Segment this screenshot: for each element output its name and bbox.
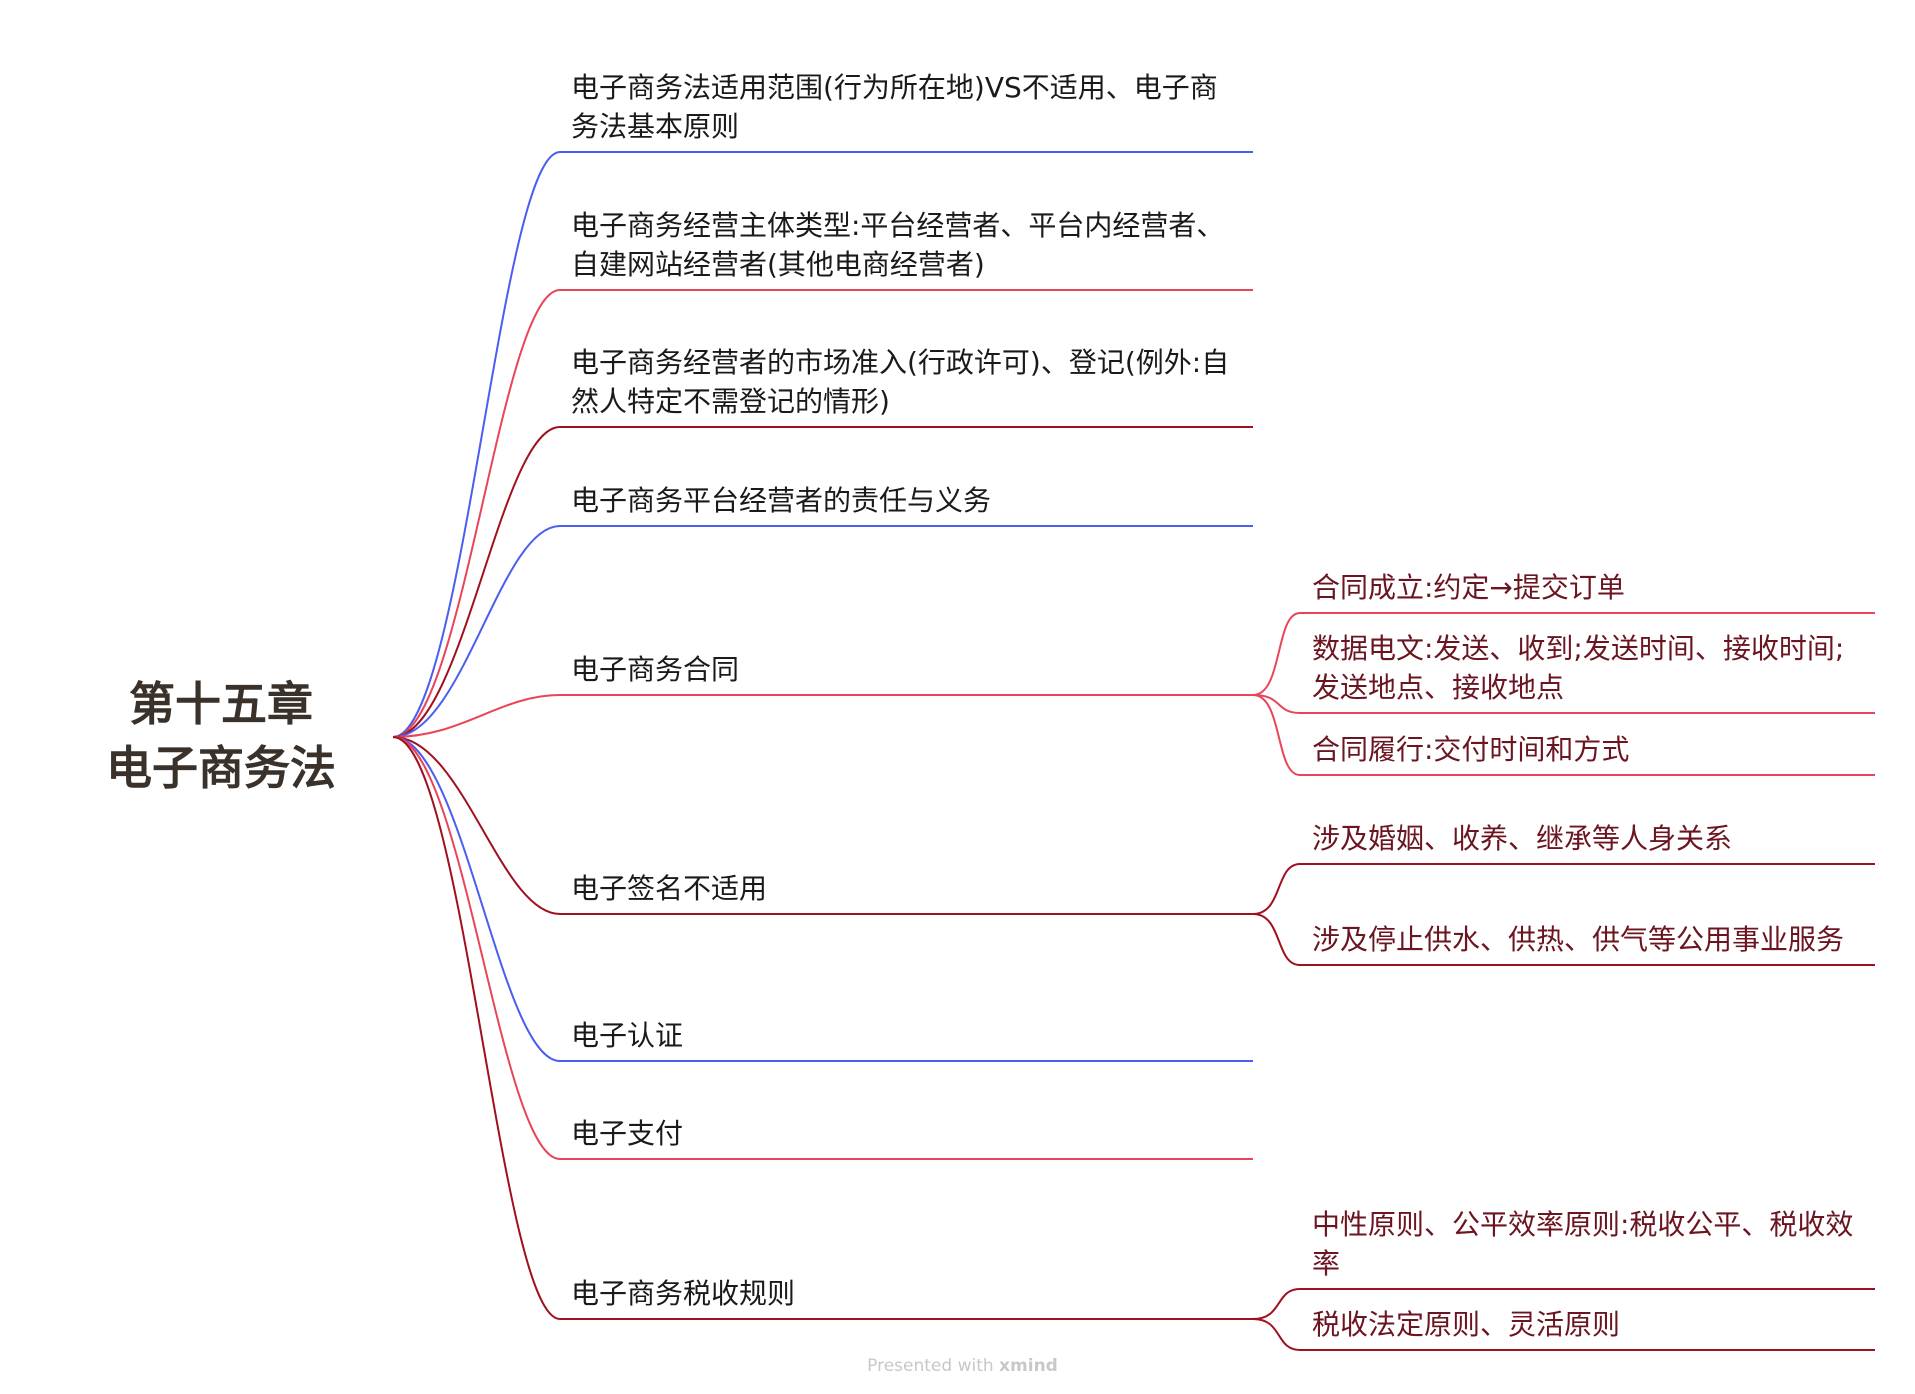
subtopic[interactable]: 合同履行:交付时间和方式	[1312, 733, 1630, 766]
subtopic[interactable]: 中性原则、公平效率原则:税收公平、税收效率	[1312, 1208, 1854, 1280]
root-topic[interactable]: 第十五章 电子商务法	[80, 672, 362, 800]
subtopic[interactable]: 税收法定原则、灵活原则	[1312, 1308, 1621, 1341]
subtopic-connector	[1252, 694, 1875, 714]
footer-brand: xmind	[999, 1356, 1058, 1376]
branch-connector	[392, 736, 1253, 915]
branch-topic[interactable]: 电子商务经营主体类型:平台经营者、平台内经营者、自建网站经营者(其他电商经营者)	[571, 209, 1225, 281]
subtopic[interactable]: 合同成立:约定→提交订单	[1312, 571, 1625, 604]
root-topic-line1: 第十五章	[129, 677, 313, 731]
branch-topic[interactable]: 电子签名不适用	[571, 872, 768, 905]
subtopic-connector	[1252, 1288, 1875, 1320]
branch-connector	[392, 736, 1253, 1160]
branch-topic[interactable]: 电子商务平台经营者的责任与义务	[571, 484, 992, 517]
subtopic[interactable]: 数据电文:发送、收到;发送时间、接收时间;发送地点、接收地点	[1312, 632, 1845, 704]
branch-topic[interactable]: 电子商务合同	[571, 653, 740, 686]
root-topic-line2: 电子商务法	[106, 741, 336, 795]
footer-prefix: Presented with	[867, 1356, 1000, 1376]
presented-with-xmind-footer: Presented with xmind	[0, 1356, 1915, 1376]
subtopic-connector	[1252, 913, 1875, 966]
subtopic[interactable]: 涉及婚姻、收养、继承等人身关系	[1312, 822, 1733, 855]
subtopic-connector	[1252, 863, 1875, 915]
subtopic[interactable]: 涉及停止供水、供热、供气等公用事业服务	[1312, 923, 1845, 956]
branch-topic[interactable]: 电子商务法适用范围(行为所在地)VS不适用、电子商务法基本原则	[571, 71, 1218, 143]
branch-topic[interactable]: 电子支付	[571, 1117, 684, 1150]
branch-connector	[392, 426, 1253, 738]
subtopic-connector	[1252, 1318, 1875, 1351]
branch-topic[interactable]: 电子商务经营者的市场准入(行政许可)、登记(例外:自然人特定不需登记的情形)	[571, 346, 1230, 418]
branch-connector	[392, 151, 1253, 738]
subtopic-connector	[1252, 612, 1875, 696]
branch-topic[interactable]: 电子认证	[571, 1019, 684, 1052]
subtopic-connector	[1252, 694, 1875, 776]
branch-connector	[392, 736, 1253, 1062]
branch-connector	[392, 289, 1253, 738]
branch-topic[interactable]: 电子商务税收规则	[571, 1277, 796, 1310]
branch-connector	[392, 736, 1253, 1320]
branch-connector	[392, 694, 1253, 738]
branch-connector	[392, 525, 1253, 738]
